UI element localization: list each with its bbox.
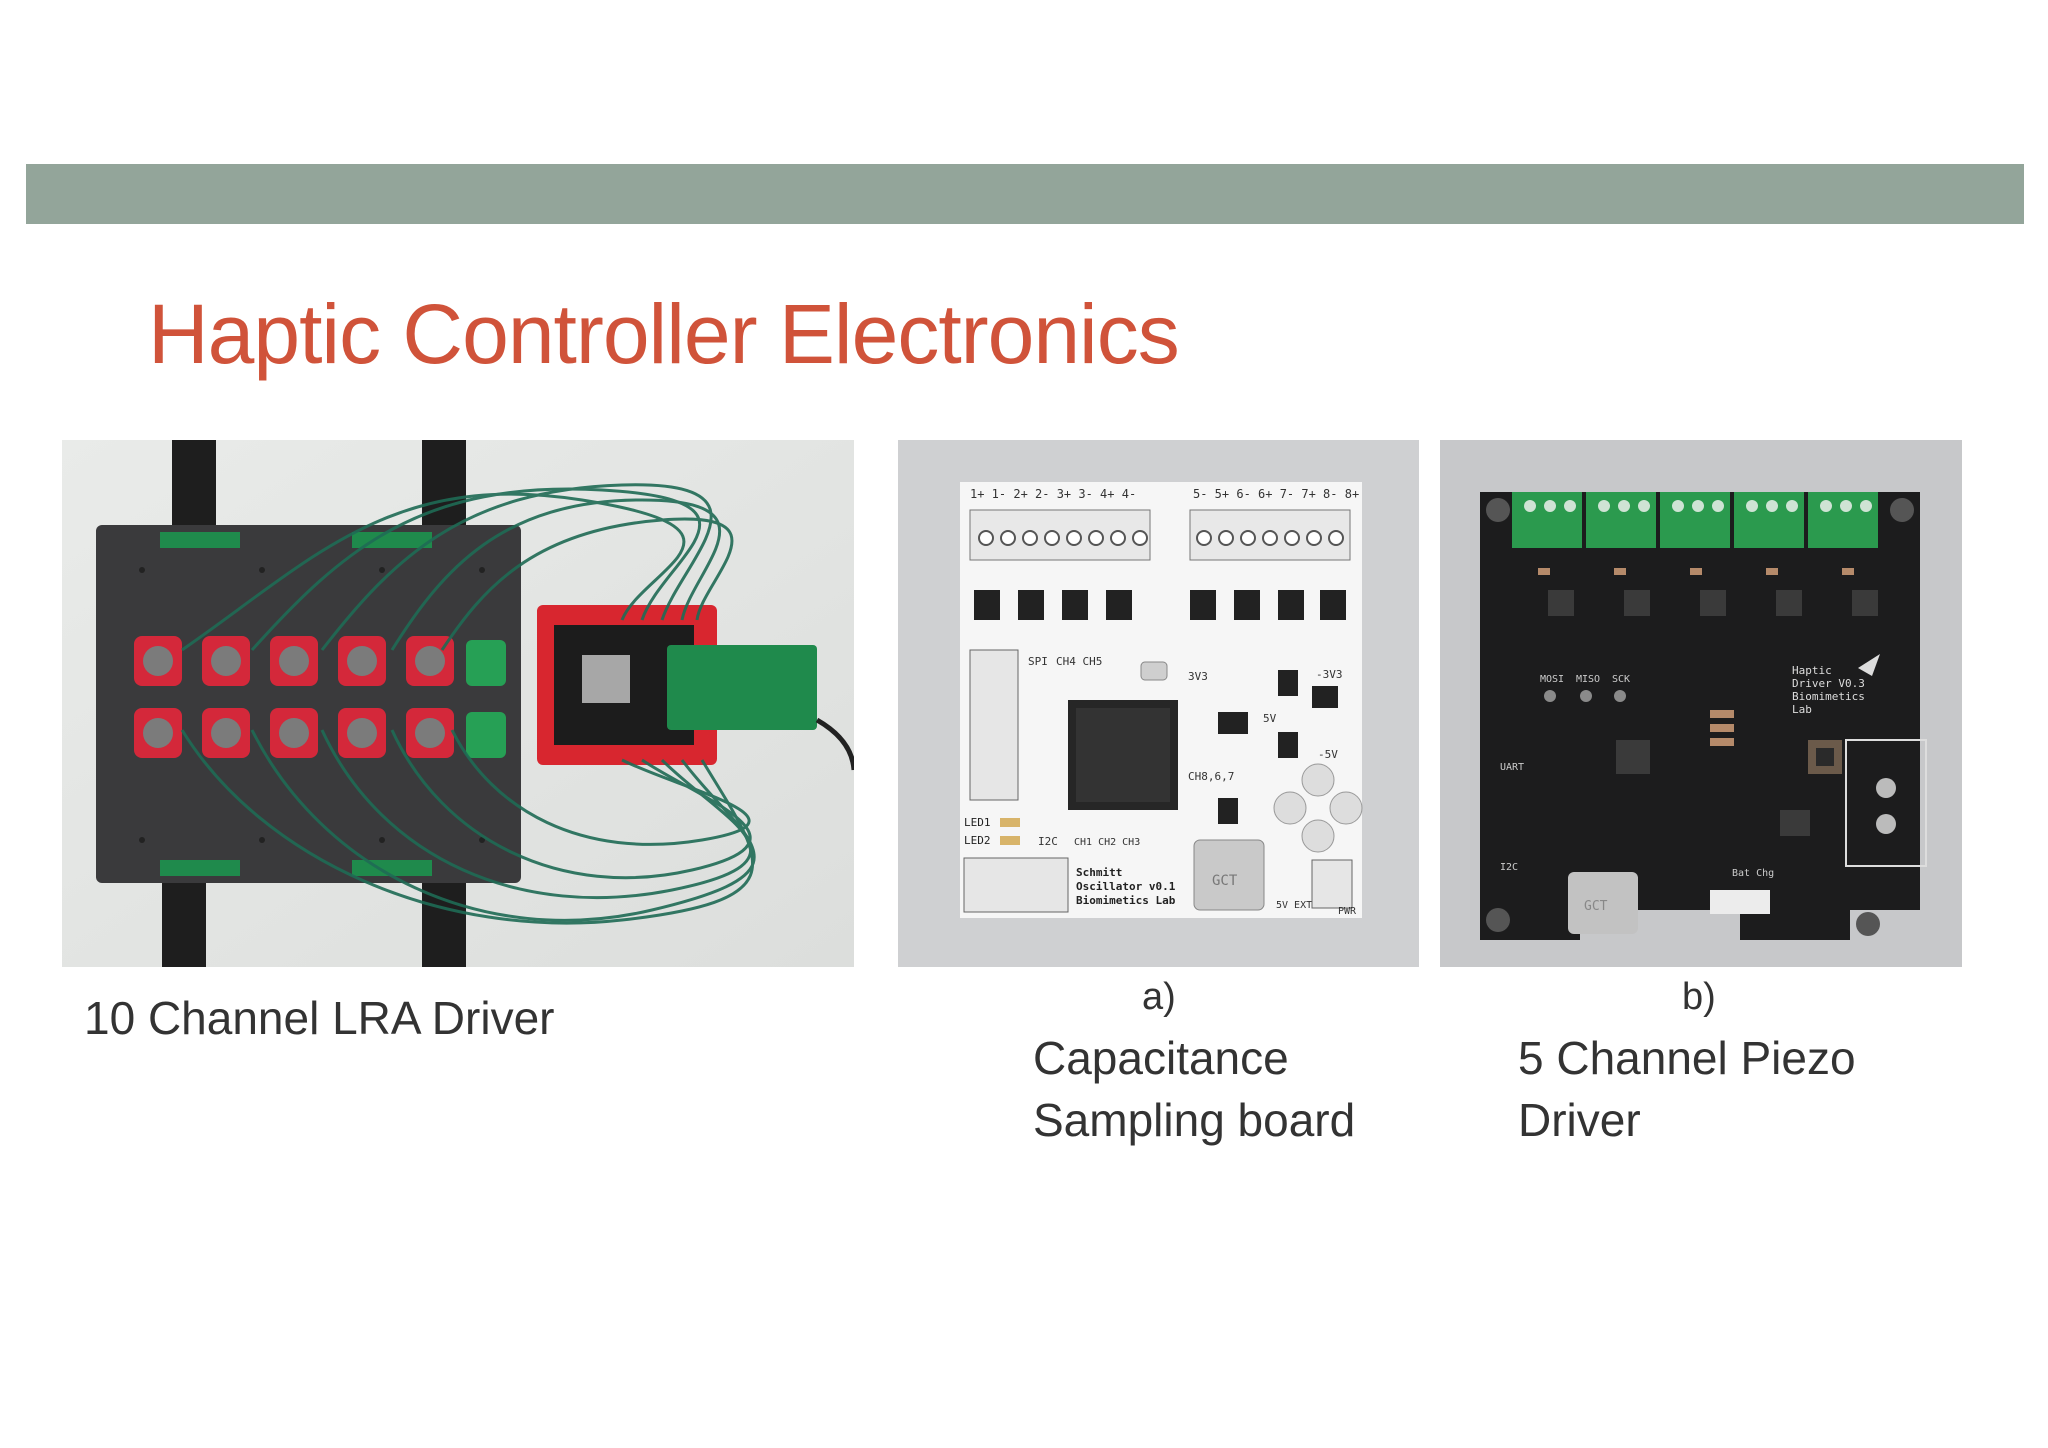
pcb-name-3: Biomimetics bbox=[1792, 690, 1865, 703]
pcb-usb-piezo: GCT bbox=[1584, 899, 1608, 914]
capacitance-caption-line-1: Capacitance bbox=[1033, 1032, 1289, 1084]
pcb-3v3: 3V3 bbox=[1188, 670, 1208, 683]
pcb-name-2: Driver V0.3 bbox=[1792, 677, 1865, 690]
pcb-ch45: CH4 CH5 bbox=[1056, 655, 1102, 668]
lra-driver-caption: 10 Channel LRA Driver bbox=[84, 992, 555, 1044]
pcb-ch123: CH1 CH2 CH3 bbox=[1074, 837, 1140, 848]
pcb-name-1: Haptic bbox=[1792, 664, 1832, 677]
pcb-ext: 5V EXT bbox=[1276, 900, 1312, 911]
pcb-miso: MISO bbox=[1576, 674, 1600, 685]
pcb-i2c: I2C bbox=[1038, 835, 1058, 848]
pcb-header-right: 5- 5+ 6- 6+ 7- 7+ 8- 8+ bbox=[1193, 487, 1359, 501]
pcb-minus3v3: -3V3 bbox=[1316, 668, 1343, 681]
pcb-name-4: Lab bbox=[1792, 703, 1812, 716]
pcb-led2: LED2 bbox=[964, 834, 991, 847]
pcb-ch867: CH8,6,7 bbox=[1188, 770, 1234, 783]
piezo-caption-line-1: 5 Channel Piezo bbox=[1518, 1032, 1856, 1084]
pcb-minus5v: -5V bbox=[1318, 748, 1338, 761]
pcb-spi: SPI bbox=[1028, 655, 1048, 668]
pcb-uart: UART bbox=[1500, 762, 1524, 773]
pcb-bat: Bat Chg bbox=[1732, 868, 1774, 879]
pcb-pwr: PWR bbox=[1338, 906, 1357, 917]
capacitance-caption-line-2: Sampling board bbox=[1033, 1094, 1356, 1146]
pcb-5v: 5V bbox=[1263, 712, 1277, 725]
piezo-driver-photo: Haptic Driver V0.3 Biomimetics Lab MOSI … bbox=[1440, 440, 1962, 967]
capacitance-board-photo: 1+ 1- 2+ 2- 3+ 3- 4+ 4- 5- 5+ 6- 6+ 7- 7… bbox=[898, 440, 1419, 967]
pcb-led1: LED1 bbox=[964, 816, 991, 829]
piezo-caption-line-2: Driver bbox=[1518, 1094, 1641, 1146]
pcb-name-1: Schmitt bbox=[1076, 866, 1122, 879]
pcb-sck: SCK bbox=[1612, 674, 1630, 685]
pcb-name-2: Oscillator v0.1 bbox=[1076, 880, 1176, 893]
figure-a-label: a) bbox=[1142, 976, 1176, 1018]
figure-b-label: b) bbox=[1682, 976, 1716, 1018]
pcb-i2c: I2C bbox=[1500, 862, 1518, 873]
pcb-mosi: MOSI bbox=[1540, 674, 1564, 685]
lra-driver-photo bbox=[62, 440, 854, 967]
pcb-header-left: 1+ 1- 2+ 2- 3+ 3- 4+ 4- bbox=[970, 487, 1136, 501]
slide-title: Haptic Controller Electronics bbox=[148, 287, 1180, 381]
pcb-usb-cap: GCT bbox=[1212, 873, 1238, 889]
header-accent-band bbox=[26, 164, 2024, 224]
pcb-name-3: Biomimetics Lab bbox=[1076, 894, 1176, 907]
